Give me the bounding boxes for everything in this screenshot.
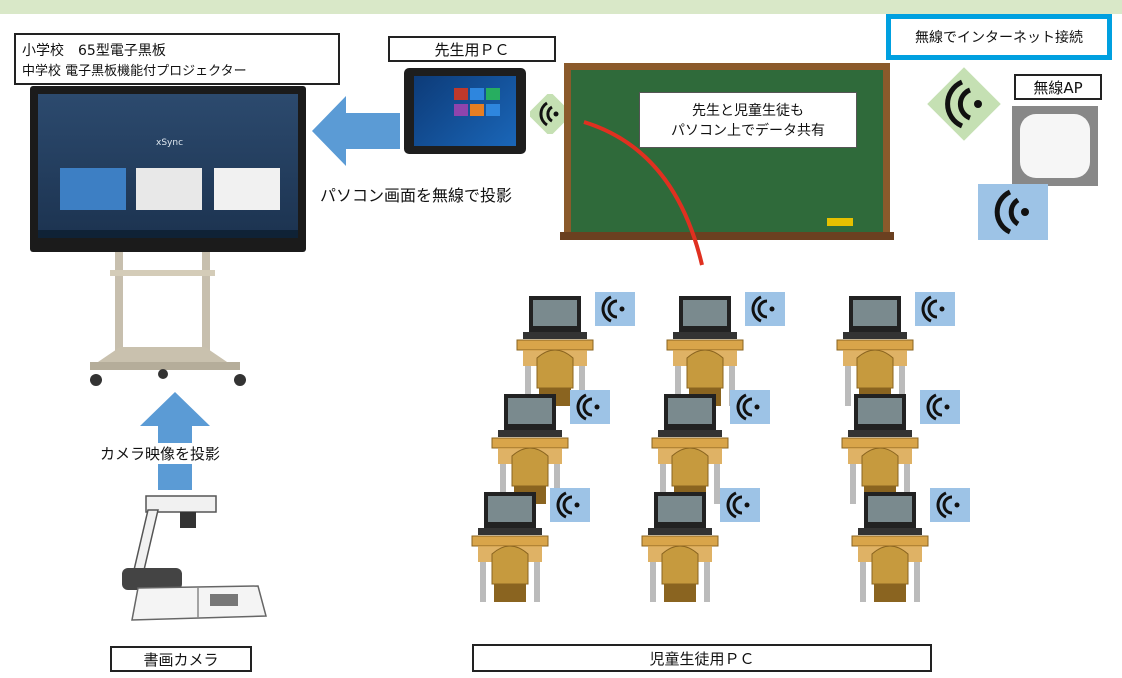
wireless-internet-box: 無線でインターネット接続: [886, 14, 1112, 60]
laptop-icon: [658, 394, 722, 437]
access-point-icon: [1012, 106, 1098, 186]
student-desk: [470, 488, 610, 612]
board-label-box: 小学校 65型電子黒板 中学校 電子黒板機能付プロジェクター: [14, 33, 340, 85]
teacher-pc-label-box: 先生用ＰＣ: [388, 36, 556, 62]
blackboard-text-1: 先生と児童生徒も: [692, 103, 804, 119]
wireless-ap-label: 無線AP: [1033, 78, 1083, 97]
wireless-internet-label: 無線でインターネット接続: [915, 30, 1083, 46]
document-camera-icon: [122, 495, 267, 621]
board-label-line1: 小学校 65型電子黒板: [22, 42, 166, 59]
laptop-icon: [498, 394, 562, 437]
wifi-icon: [550, 488, 590, 522]
screen-taskbar: [38, 230, 298, 238]
screen-window-3: [214, 168, 280, 210]
laptop-icon: [843, 296, 907, 339]
student-desk: [665, 292, 805, 416]
student-desk: [490, 390, 630, 514]
screen-window-1: [60, 168, 126, 210]
desk-icon: [491, 437, 569, 504]
student-desk: [640, 488, 780, 612]
laptop-icon: [648, 492, 712, 535]
screen-brand: xSync: [156, 138, 184, 148]
arrow-left-icon: [312, 96, 400, 166]
blackboard: 先生と児童生徒も パソコン上でデータ共有: [564, 63, 890, 239]
wifi-icon: [745, 292, 785, 326]
teacher-pc-label: 先生用ＰＣ: [434, 40, 510, 59]
doc-camera-label-box: 書画カメラ: [110, 646, 252, 672]
blackboard-note: 先生と児童生徒も パソコン上でデータ共有: [639, 92, 857, 148]
wireless-ap-label-box: 無線AP: [1014, 74, 1102, 100]
blackboard-tray: [560, 232, 894, 240]
student-desk: [850, 488, 990, 612]
wifi-icon: [595, 292, 635, 326]
doc-camera-label: 書画カメラ: [143, 650, 219, 669]
wifi-icon: [978, 184, 1048, 240]
chalk-tray-items: [827, 218, 853, 226]
wifi-icon: [720, 488, 760, 522]
desk-icon: [471, 535, 549, 602]
laptop-icon: [858, 492, 922, 535]
wifi-icon: [570, 390, 610, 424]
project-camera-label: カメラ映像を投影: [98, 443, 223, 464]
arrow-up-icon: [140, 392, 210, 490]
share-connection-line: [583, 120, 704, 266]
desk-icon: [651, 437, 729, 504]
wifi-icon: [730, 390, 770, 424]
project-wireless-label: パソコン画面を無線で投影: [320, 186, 513, 205]
whiteboard-screen: xSync: [38, 94, 298, 238]
wifi-icon: [930, 488, 970, 522]
screen-window-2: [136, 168, 202, 210]
wifi-icon: [927, 67, 1001, 141]
student-pc-label-box: 児童生徒用ＰＣ: [472, 644, 932, 672]
laptop-icon: [523, 296, 587, 339]
whiteboard-stand: [90, 252, 246, 386]
wifi-icon: [530, 94, 570, 134]
desk-icon: [851, 535, 929, 602]
student-pc-label: 児童生徒用ＰＣ: [649, 649, 755, 668]
electronic-whiteboard: xSync: [30, 86, 306, 252]
wifi-icon: [920, 390, 960, 424]
top-banner: [0, 0, 1122, 14]
laptop-icon: [478, 492, 542, 535]
laptop-icon: [848, 394, 912, 437]
board-label-line2: 中学校 電子黒板機能付プロジェクター: [22, 63, 247, 79]
wifi-icon: [915, 292, 955, 326]
desk-icon: [641, 535, 719, 602]
tablet-screen: [414, 76, 516, 146]
student-desk: [650, 390, 790, 514]
blackboard-text-2: パソコン上でデータ共有: [671, 123, 825, 139]
laptop-icon: [673, 296, 737, 339]
teacher-tablet: [404, 68, 526, 154]
